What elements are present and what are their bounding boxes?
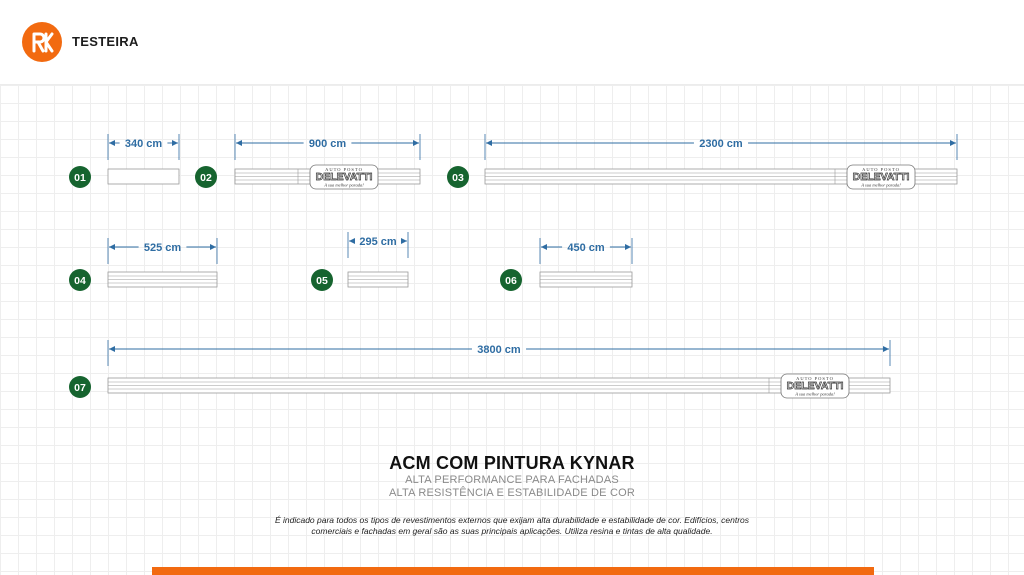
product-subtitle-2: ALTA RESISTÊNCIA E ESTABILIDADE DE COR — [389, 487, 635, 499]
item-badge-number: 07 — [74, 382, 86, 394]
facade-item-01: 01 340 cm — [69, 134, 180, 188]
arrow-right-icon — [210, 244, 216, 250]
dimension-label: 295 cm — [359, 236, 397, 248]
dimension-label: 900 cm — [309, 138, 347, 150]
description-line-1: É indicado para todos os tipos de revest… — [274, 515, 750, 525]
sign-name: DELEVATTI — [316, 171, 373, 183]
arrow-left-icon — [109, 346, 115, 352]
dimension-label: 3800 cm — [477, 344, 521, 356]
item-badge — [500, 269, 522, 291]
item-badge-number: 06 — [505, 275, 517, 287]
facade-item-05: 05 295 cm — [311, 232, 409, 291]
item-badge — [195, 166, 217, 188]
item-badge — [69, 269, 91, 291]
page-title: TESTEIRA — [72, 34, 139, 49]
item-badge-number: 03 — [452, 172, 464, 184]
arrow-right-icon — [413, 140, 419, 146]
sign-slogan: A sua melhor parada! — [794, 392, 835, 397]
sign-slogan: A sua melhor parada! — [860, 183, 901, 188]
arrow-left-icon — [541, 244, 547, 250]
sign-top-text: AUTO POSTO — [325, 167, 363, 172]
arrow-left-icon — [109, 140, 115, 146]
item-badge-number: 04 — [74, 275, 86, 287]
facade-bar — [107, 168, 180, 185]
arrow-right-icon — [172, 140, 178, 146]
item-badge-number: 05 — [316, 275, 328, 287]
item-badge — [311, 269, 333, 291]
sign-name: DELEVATTI — [853, 171, 910, 183]
product-caption: ACM COM PINTURA KYNAR ALTA PERFORMANCE P… — [0, 452, 1024, 500]
dimension-label: 450 cm — [567, 242, 605, 254]
brand-logo-icon — [22, 22, 62, 62]
product-description: É indicado para todos os tipos de revest… — [212, 515, 812, 537]
item-badge-number: 02 — [200, 172, 212, 184]
arrow-right-icon — [401, 238, 407, 244]
product-subtitle-1: ALTA PERFORMANCE PARA FACHADAS — [405, 474, 619, 486]
item-badge-number: 01 — [74, 172, 86, 184]
facade-item-06: 06 450 cm — [500, 238, 633, 291]
header: TESTEIRA — [0, 0, 1024, 85]
dimension-label: 2300 cm — [699, 138, 743, 150]
sign-slogan: A sua melhor parada! — [323, 183, 364, 188]
arrow-right-icon — [950, 140, 956, 146]
arrow-right-icon — [625, 244, 631, 250]
sign-top-text: AUTO POSTO — [862, 167, 900, 172]
bottom-accent-bar — [152, 567, 874, 575]
facade-item-04: 04 525 cm — [69, 238, 218, 291]
sign-panel — [309, 164, 379, 190]
product-title: ACM COM PINTURA KYNAR — [389, 453, 635, 473]
dimension-label: 525 cm — [144, 242, 182, 254]
item-badge — [447, 166, 469, 188]
arrow-left-icon — [236, 140, 242, 146]
arrow-right-icon — [883, 346, 889, 352]
sign-top-text: AUTO POSTO — [796, 376, 834, 381]
arrow-left-icon — [486, 140, 492, 146]
sign-name: DELEVATTI — [787, 380, 844, 392]
sign-panel — [846, 164, 916, 190]
dimension-label: 340 cm — [125, 138, 163, 150]
item-badge — [69, 376, 91, 398]
arrow-left-icon — [349, 238, 355, 244]
item-badge — [69, 166, 91, 188]
description-line-2: comerciais e fachadas em geral são as su… — [311, 526, 713, 536]
arrow-left-icon — [109, 244, 115, 250]
sign-panel — [780, 373, 850, 399]
